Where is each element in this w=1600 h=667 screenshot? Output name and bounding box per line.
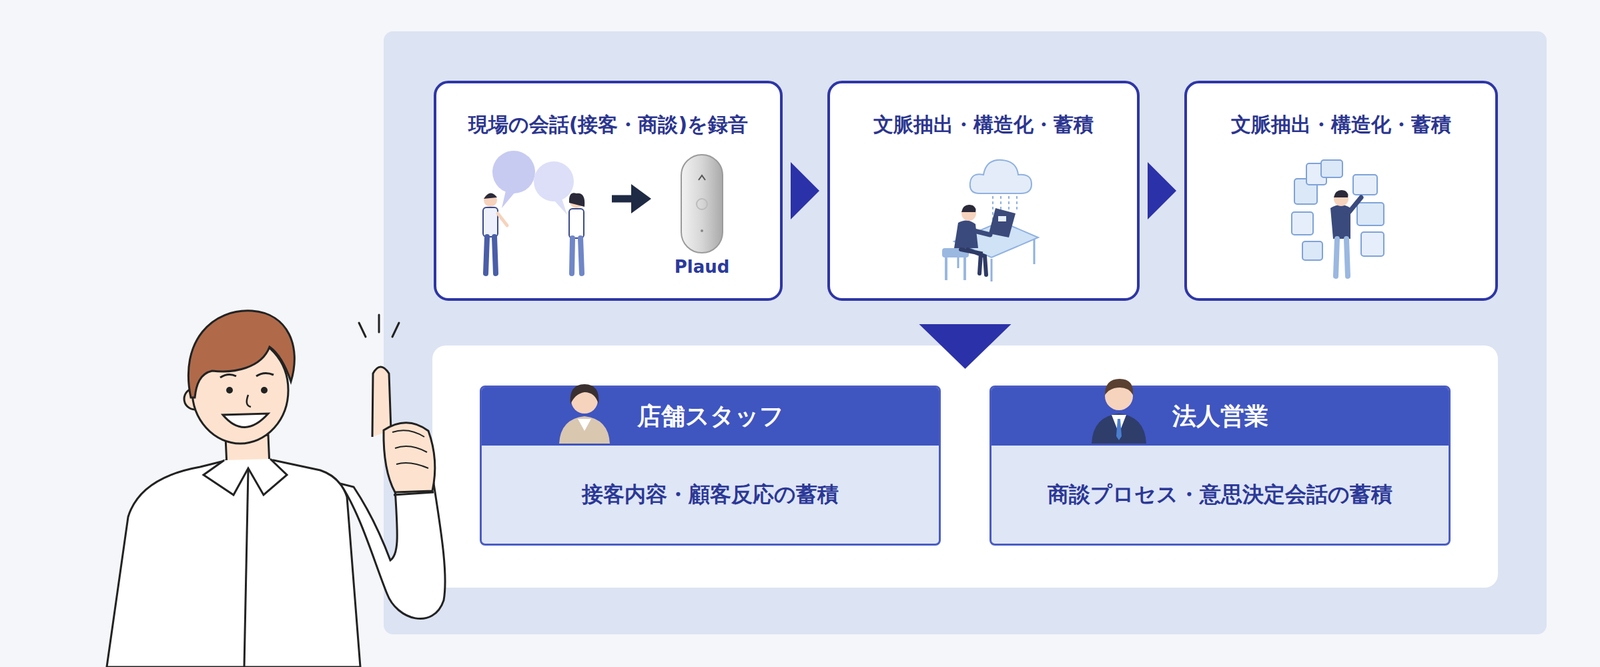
- presenter-finger: [372, 366, 391, 438]
- speech-bubble: [492, 150, 536, 194]
- presenter-placket: [244, 469, 249, 667]
- presenter-eye: [226, 386, 233, 394]
- flow-chevron: [1147, 162, 1177, 220]
- presenter-hair: [188, 310, 295, 398]
- speech-bubble: [533, 161, 574, 202]
- avatar-body: [559, 416, 610, 444]
- person-legs: [571, 238, 582, 274]
- chair-legs: [946, 257, 965, 281]
- cloud-icon: [970, 160, 1032, 194]
- process-box: 文脈抽出・構造化・蓄積: [827, 80, 1140, 301]
- screen-panel: [1357, 202, 1384, 226]
- presenter-hand: [383, 423, 436, 493]
- person-torso: [954, 220, 979, 249]
- role-card: 店舗スタッフ接客内容・顧客反応の蓄積: [479, 385, 941, 546]
- person-hair: [483, 192, 498, 199]
- presenter-smile: [222, 413, 269, 428]
- presenter-cuff: [393, 492, 434, 496]
- device-logo: [698, 175, 706, 181]
- person-head: [569, 194, 584, 209]
- speech-bubble-tail: [501, 190, 516, 209]
- device-label: Plaud: [674, 256, 730, 277]
- card-heading: 店舗スタッフ: [481, 387, 939, 446]
- presenter-arm: [340, 483, 446, 620]
- avatar-shirt: [1111, 415, 1127, 434]
- person-head: [1333, 191, 1349, 207]
- card-heading: 法人営業: [991, 387, 1449, 446]
- avatar-tie: [1116, 419, 1122, 441]
- presenter-knuckles: [392, 430, 429, 469]
- role-card: 法人営業商談プロセス・意思決定会話の蓄積: [989, 385, 1451, 546]
- laptop-glare: [998, 216, 1007, 222]
- person-head: [483, 193, 498, 207]
- person-hair: [1333, 190, 1349, 198]
- device-button: [696, 198, 708, 210]
- avatar-hair: [570, 384, 600, 405]
- card-body-text: 商談プロセス・意思決定会話の蓄積: [991, 445, 1449, 544]
- screen-panel: [1361, 232, 1384, 257]
- person-arm: [974, 230, 991, 235]
- step-title: 文脈抽出・構造化・蓄積: [830, 111, 1137, 138]
- process-box: 現場の会話(接客・商談)を録音: [433, 80, 783, 301]
- flow-chevron: [919, 324, 1012, 369]
- role-panel: 店舗スタッフ接客内容・顧客反応の蓄積法人営業商談プロセス・意思決定会話の蓄積: [432, 345, 1498, 588]
- recorder-device: [681, 154, 723, 253]
- presenter-brows: [220, 372, 274, 378]
- idea-spark: [358, 314, 399, 337]
- person-arm: [497, 213, 508, 226]
- avatar-hair: [1104, 378, 1133, 395]
- screen-panel: [1353, 174, 1378, 195]
- avatar-collar: [577, 419, 592, 432]
- presenter-shirt: [106, 460, 361, 667]
- presenter-collar: [203, 459, 287, 496]
- person-head: [961, 206, 977, 221]
- step-title: 文脈抽出・構造化・蓄積: [1186, 111, 1496, 138]
- screen-panel: [1291, 212, 1314, 235]
- person-legs: [485, 236, 496, 274]
- person-legs: [1335, 238, 1348, 277]
- person-torso: [1330, 204, 1351, 239]
- device-led: [700, 229, 704, 233]
- chair-seat: [942, 248, 969, 258]
- presenter-eye: [260, 386, 268, 394]
- presenter-neck: [225, 435, 270, 468]
- screen-panel: [1302, 241, 1323, 261]
- desk-top: [954, 221, 1039, 258]
- avatar-suit: [1091, 413, 1147, 444]
- person-hair: [569, 192, 585, 207]
- step-title: 現場の会話(接客・商談)を録音: [436, 111, 780, 138]
- presenter-nose: [246, 394, 251, 408]
- data-stream: [992, 196, 1017, 223]
- laptop-screen: [988, 208, 1016, 238]
- process-box: 文脈抽出・構造化・蓄積: [1184, 80, 1498, 301]
- avatar-head: [571, 386, 598, 414]
- card-body-text: 接客内容・顧客反応の蓄積: [481, 445, 939, 544]
- flow-chevron: [790, 162, 820, 220]
- desk-legs: [958, 238, 1035, 282]
- person-arm: [1349, 197, 1362, 213]
- person-torso: [569, 208, 584, 239]
- person-hair: [961, 204, 977, 213]
- speech-bubble-tail: [553, 198, 568, 215]
- person-legs: [960, 249, 987, 275]
- screen-panel: [1294, 178, 1318, 205]
- presenter-face: [192, 336, 289, 444]
- flow-arrow-shaft: [611, 195, 636, 203]
- screen-panel: [1321, 160, 1343, 178]
- person-torso: [483, 207, 498, 237]
- avatar-head: [1104, 382, 1133, 411]
- flow-arrow-head: [631, 184, 652, 214]
- screen-panel: [1306, 163, 1327, 185]
- presenter-ear: [184, 388, 206, 410]
